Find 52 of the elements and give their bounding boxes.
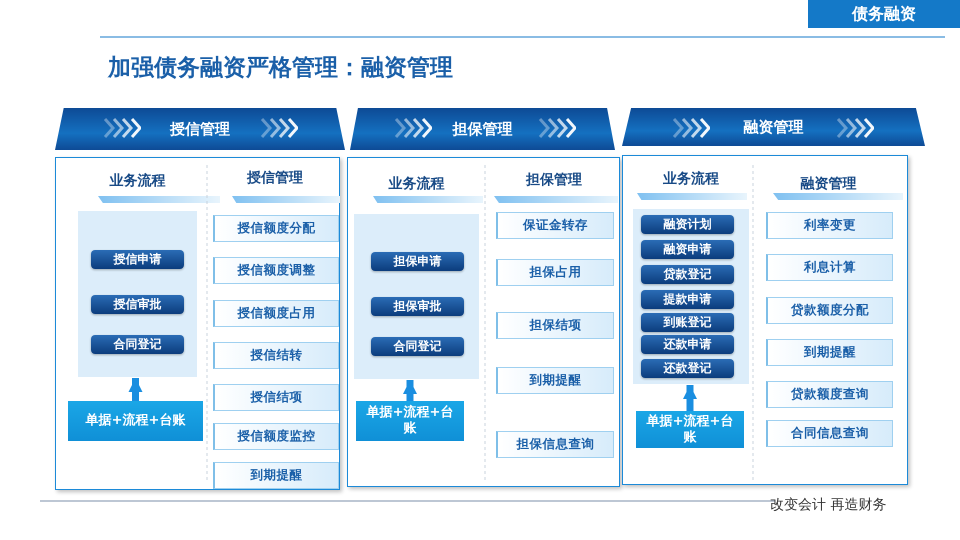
process-step: 合同登记: [91, 335, 184, 354]
function-box: 授信额度分配: [213, 215, 339, 242]
function-box: 贷款额度分配: [766, 297, 893, 324]
column-heading: 担保管理: [524, 171, 583, 190]
source-box: 单据+流程+台账: [68, 401, 203, 441]
section-banner: 融资管理: [622, 108, 925, 146]
process-step: 提款申请: [641, 290, 734, 309]
function-box: 授信结项: [213, 384, 339, 411]
section-panel: [55, 157, 340, 490]
function-box: 到期提醒: [496, 367, 614, 394]
function-box: 担保信息查询: [496, 431, 614, 458]
process-step: 融资计划: [641, 215, 734, 234]
function-box: 担保结项: [496, 312, 614, 339]
function-box: 利息计算: [766, 254, 893, 281]
section-banner: 担保管理: [350, 108, 615, 150]
process-step: 授信申请: [91, 250, 184, 269]
process-step: 还款申请: [641, 335, 734, 354]
section-tab: 债务融资: [808, 0, 960, 28]
function-box: 授信额度占用: [213, 300, 339, 327]
column-heading: 业务流程: [108, 172, 166, 191]
process-step: 担保审批: [371, 297, 464, 316]
function-box: 保证金转存: [496, 212, 614, 239]
function-box: 到期提醒: [213, 462, 339, 489]
function-box: 贷款额度查询: [766, 381, 893, 408]
column-heading: 业务流程: [662, 170, 720, 189]
arrow: [403, 380, 417, 401]
process-step: 到账登记: [641, 313, 734, 332]
function-box: 担保占用: [496, 259, 614, 286]
arrow: [128, 378, 142, 401]
column-heading: 融资管理: [800, 175, 858, 194]
section-panel: [622, 155, 908, 485]
arrow: [683, 385, 697, 411]
function-box: 授信额度监控: [213, 423, 339, 450]
function-box: 授信额度调整: [213, 257, 339, 284]
column-heading: 业务流程: [388, 174, 446, 194]
function-box: 利率变更: [766, 212, 893, 239]
slogan: 改变会计 再造财务: [770, 496, 888, 515]
column-heading: 授信管理: [246, 169, 304, 188]
section-banner: 授信管理: [55, 108, 345, 150]
process-step: 合同登记: [371, 337, 464, 356]
process-step: 担保申请: [371, 252, 464, 271]
function-box: 授信结转: [213, 342, 339, 369]
source-box: 单据+流程+台账: [636, 411, 744, 448]
function-box: 合同信息查询: [766, 420, 893, 447]
function-box: 到期提醒: [766, 339, 893, 366]
section-panel: [347, 157, 620, 487]
process-step: 还款登记: [641, 359, 734, 378]
process-step: 贷款登记: [641, 265, 734, 284]
title: 加强债务融资严格管理：融资管理: [108, 54, 453, 83]
process-step: 融资申请: [641, 240, 734, 259]
source-box: 单据+流程+台账: [356, 401, 464, 441]
process-step: 授信审批: [91, 295, 184, 314]
